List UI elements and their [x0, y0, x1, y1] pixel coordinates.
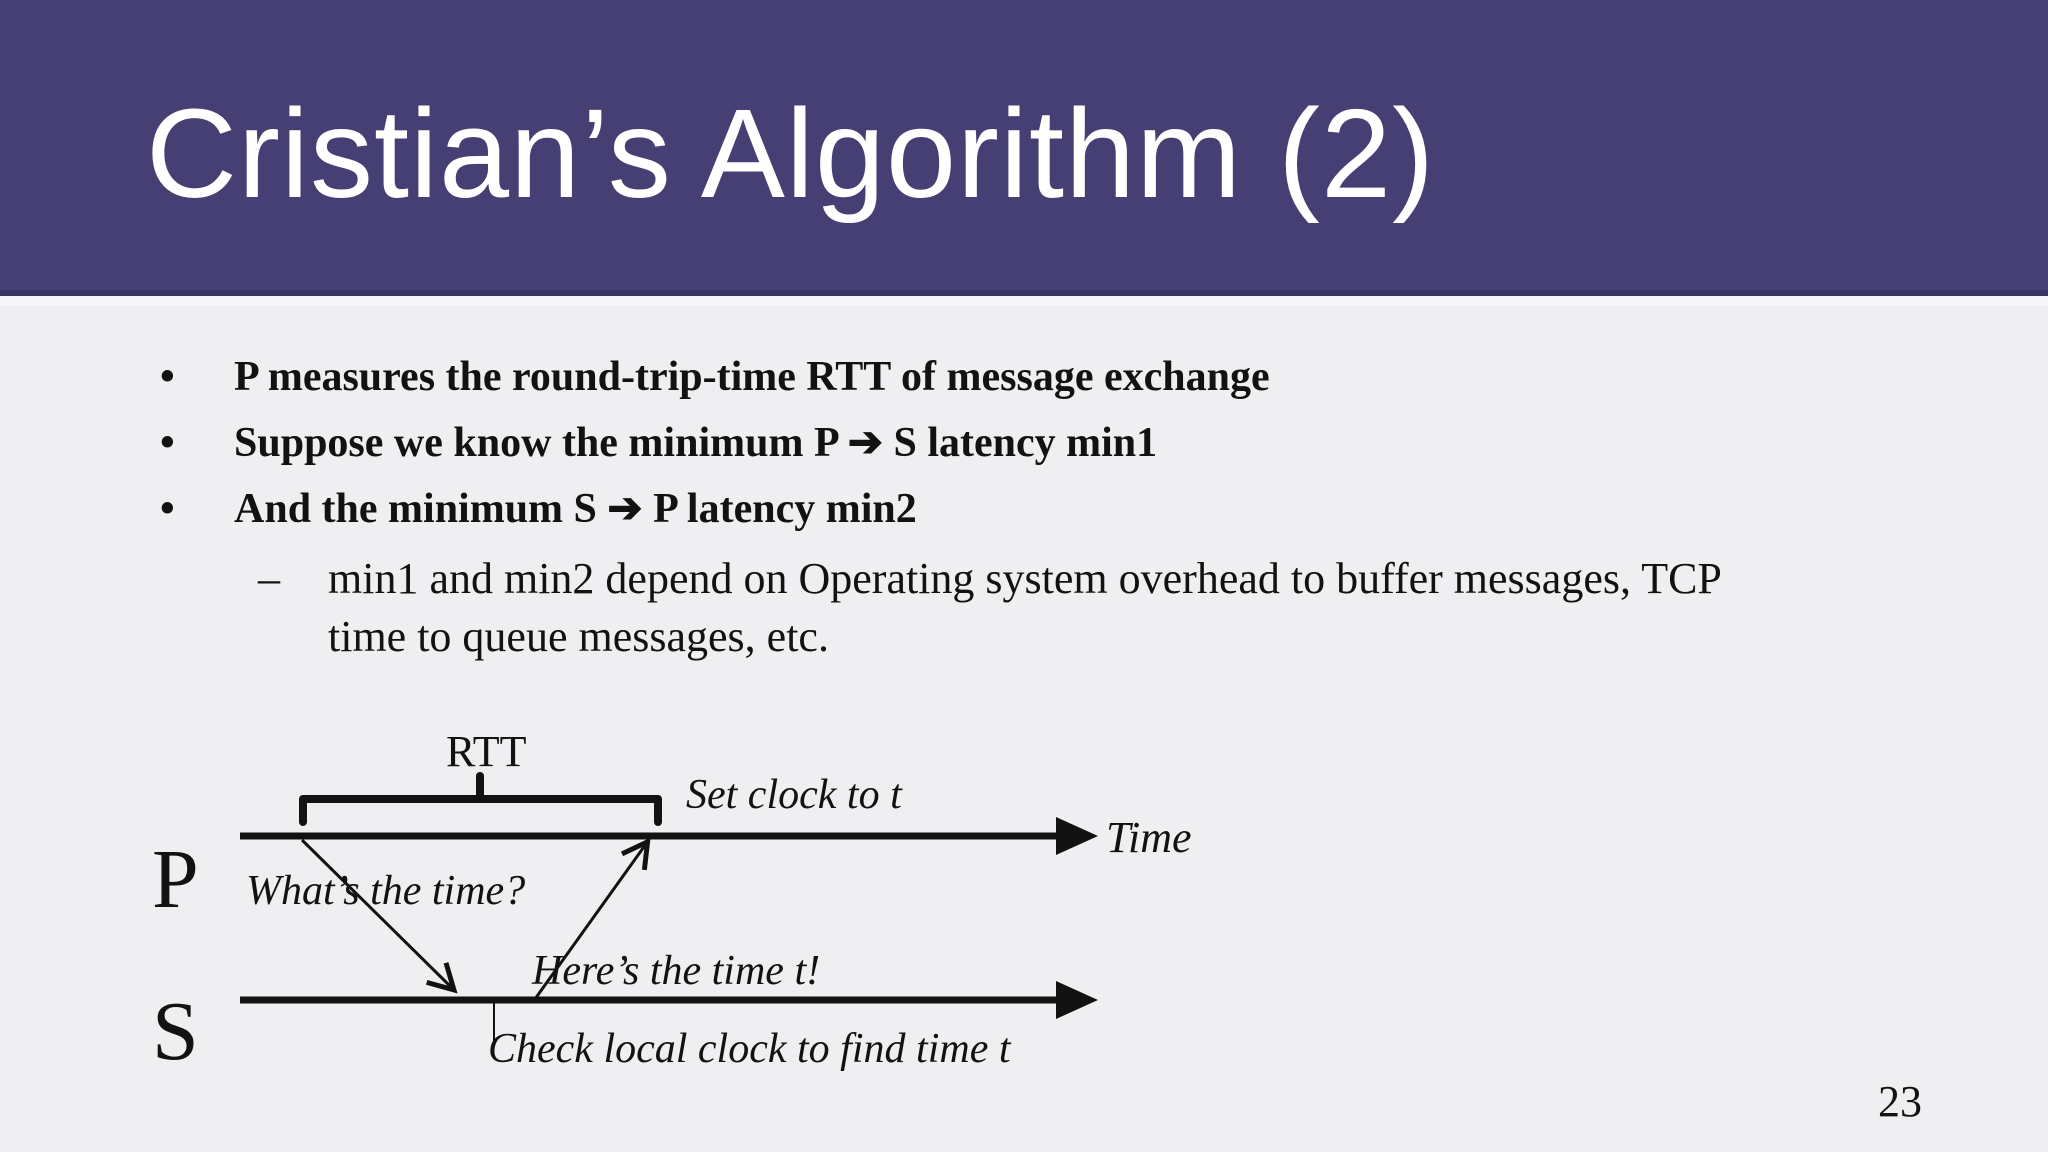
bullet-text: Suppose we know the minimum P ➔ S latenc… — [234, 420, 1158, 466]
bullet-item-3: • And the minimum S ➔ P latency min2 — [160, 484, 917, 534]
process-p-label: P — [152, 833, 199, 926]
page-number: 23 — [1878, 1077, 1922, 1126]
bullet-text: And the minimum S ➔ P latency min2 — [234, 486, 917, 532]
reply-label: Here’s the time t! — [532, 948, 821, 994]
bullet-item-2: • Suppose we know the minimum P ➔ S laten… — [160, 418, 1157, 468]
sub-bullet-line-1: min1 and min2 depend on Operating system… — [328, 554, 1722, 603]
bullet-marker: • — [160, 420, 175, 466]
bullet-marker: • — [160, 354, 175, 400]
page-title: Cristian’s Algorithm (2) — [146, 83, 1436, 224]
request-label: What’s the time? — [246, 868, 526, 914]
sub-bullet-item: – min1 and min2 depend on Operating syst… — [258, 550, 1722, 666]
set-clock-label: Set clock to t — [686, 772, 902, 818]
header-bottom-strip — [0, 296, 2048, 306]
p-timeline-right-arrowhead-icon — [1056, 817, 1098, 855]
bullet-marker: • — [160, 486, 175, 532]
request-message-arrow — [300, 838, 458, 994]
sub-bullet-line-2: time to queue messages, etc. — [328, 612, 829, 661]
bullet-text: P measures the round-trip-time RTT of me… — [234, 354, 1270, 400]
rtt-label: RTT — [446, 727, 527, 776]
process-s-label: S — [152, 985, 199, 1078]
header-band — [0, 0, 2048, 296]
s-timeline-right-arrowhead-icon — [1056, 981, 1098, 1019]
time-axis-label: Time — [1106, 813, 1192, 862]
sub-bullet-marker: – — [258, 554, 280, 603]
check-clock-label: Check local clock to find time t — [488, 1026, 1011, 1072]
reply-message-arrow — [533, 837, 651, 1000]
bullet-item-1: • P measures the round-trip-time RTT of m… — [160, 352, 1270, 402]
